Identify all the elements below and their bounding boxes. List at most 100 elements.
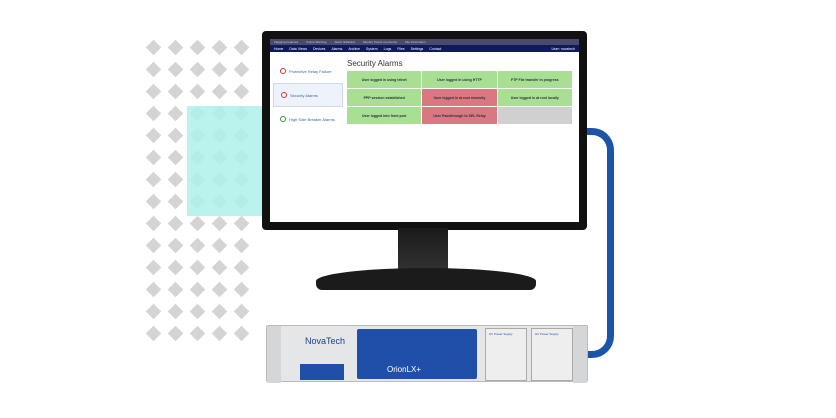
- orionlx-device: NovaTech OrionLX+ HV Power Supply HV Pow…: [266, 325, 588, 383]
- diamond: [167, 193, 184, 210]
- sidebar-item-protective-relay[interactable]: Protective Relay Failure: [273, 59, 343, 83]
- top-link[interactable]: Alarm Statistics: [334, 40, 356, 44]
- diamond: [167, 259, 184, 276]
- sidebar-item-label: High Side Breaker Alarms: [289, 116, 335, 122]
- alarm-cell: [497, 107, 572, 124]
- power-supply: HV Power Supply: [485, 328, 527, 381]
- diamond: [145, 325, 162, 342]
- diamond: [167, 215, 184, 232]
- alarm-cell: User logged in using HTTP: [422, 71, 497, 88]
- top-links: Flagging Features Points Warning Alarm S…: [270, 39, 579, 45]
- nav-archive[interactable]: Archive: [348, 46, 360, 51]
- alert-icon: [281, 92, 287, 98]
- diamond: [189, 259, 206, 276]
- product-name: OrionLX+: [387, 365, 422, 374]
- diamond: [167, 39, 184, 56]
- nav-devices[interactable]: Devices: [312, 46, 326, 51]
- top-link[interactable]: File Information: [404, 40, 426, 44]
- nav-contact[interactable]: Contact: [429, 46, 442, 51]
- monitor-stand: [398, 228, 448, 273]
- sidebar-item-high-side-breaker[interactable]: High Side Breaker Alarms: [273, 107, 343, 131]
- diamond: [145, 171, 162, 188]
- diamond: [167, 281, 184, 298]
- nav-data-views[interactable]: Data Views: [289, 46, 307, 51]
- alarm-cell: User Passthrough to SEL Relay: [422, 107, 497, 124]
- diamond: [211, 281, 228, 298]
- alarm-cell: User logged in at root locally: [497, 89, 572, 106]
- diamond: [167, 149, 184, 166]
- diamond: [145, 39, 162, 56]
- diamond: [189, 281, 206, 298]
- nav-home[interactable]: Home: [274, 46, 284, 51]
- sidebar-item-label: Security Alarms: [290, 92, 318, 98]
- diamond: [233, 281, 250, 298]
- diamond: [189, 325, 206, 342]
- sidebar-item-security-alarms[interactable]: Security Alarms: [273, 83, 343, 107]
- diamond: [211, 61, 228, 78]
- diamond: [233, 259, 250, 276]
- diamond: [189, 303, 206, 320]
- alarm-cell: User logged into front port: [347, 107, 422, 124]
- diamond: [145, 215, 162, 232]
- diamond: [233, 215, 250, 232]
- power-supply: HV Power Supply: [531, 328, 573, 381]
- nav-settings[interactable]: Settings: [410, 46, 424, 51]
- top-link[interactable]: Flagging Features: [274, 40, 299, 44]
- diamond: [167, 303, 184, 320]
- power-supply-label: HV Power Supply: [489, 332, 513, 336]
- diamond: [211, 259, 228, 276]
- diamond: [211, 83, 228, 100]
- diamond: [145, 281, 162, 298]
- diamond: [233, 61, 250, 78]
- alarm-cell: User logged in at root remotely: [422, 89, 497, 106]
- diamond: [211, 215, 228, 232]
- diamond: [145, 193, 162, 210]
- diamond: [211, 325, 228, 342]
- diamond: [211, 237, 228, 254]
- alarm-cell: FTP File transfer in progress: [497, 71, 572, 88]
- diamond: [233, 83, 250, 100]
- sidebar: Protective Relay Failure Security Alarms…: [273, 59, 343, 131]
- diamond: [211, 39, 228, 56]
- diamond: [167, 171, 184, 188]
- diamond: [189, 83, 206, 100]
- nav-logs[interactable]: Logs: [383, 46, 392, 51]
- nav-system[interactable]: System: [366, 46, 378, 51]
- diamond: [211, 303, 228, 320]
- nav-alarms[interactable]: Alarms: [331, 46, 343, 51]
- user-label: User: novatech: [551, 46, 575, 51]
- diamond: [145, 105, 162, 122]
- diamond: [167, 325, 184, 342]
- monitor: Flagging Features Points Warning Alarm S…: [262, 31, 587, 230]
- nav-files[interactable]: Files: [397, 46, 405, 51]
- diamond: [189, 237, 206, 254]
- nav-bar: Home Data Views Devices Alarms Archive S…: [270, 45, 579, 52]
- diamond: [145, 61, 162, 78]
- diamond: [233, 237, 250, 254]
- diamond: [167, 61, 184, 78]
- alarm-cell: PPP session established: [347, 89, 422, 106]
- diamond: [233, 325, 250, 342]
- diamond: [167, 105, 184, 122]
- alarm-cell: User logged in using telnet: [347, 71, 422, 88]
- top-link[interactable]: Monitor Points comments: [363, 40, 397, 44]
- usb-ports: [300, 364, 344, 380]
- diamond: [189, 61, 206, 78]
- alert-icon: [280, 68, 286, 74]
- sidebar-item-label: Protective Relay Failure: [289, 68, 332, 74]
- diamond: [167, 127, 184, 144]
- page-title: Security Alarms: [347, 59, 403, 68]
- diamond: [145, 303, 162, 320]
- diamond: [145, 83, 162, 100]
- led-panel: OrionLX+: [357, 329, 477, 379]
- power-supply-label: HV Power Supply: [535, 332, 559, 336]
- decorative-teal-block: [187, 106, 263, 216]
- diamond: [145, 237, 162, 254]
- diamond: [233, 39, 250, 56]
- top-link[interactable]: Points Warning: [306, 40, 327, 44]
- diamond: [189, 39, 206, 56]
- diamond: [189, 215, 206, 232]
- screen: Flagging Features Points Warning Alarm S…: [270, 39, 579, 222]
- diamond: [145, 127, 162, 144]
